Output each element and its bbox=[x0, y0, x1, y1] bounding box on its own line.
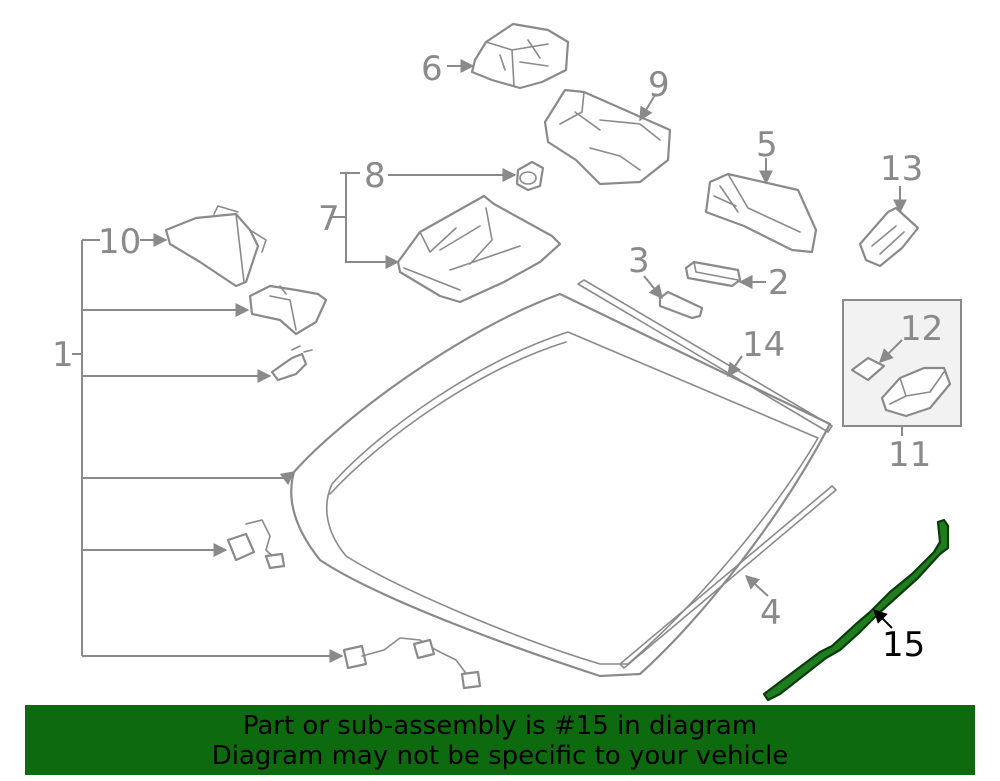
callout-3: 3 bbox=[628, 241, 650, 281]
callout-13: 13 bbox=[880, 149, 923, 189]
callout-10: 10 bbox=[98, 222, 141, 262]
part-14-windshield bbox=[290, 292, 832, 678]
callout-12: 12 bbox=[900, 309, 943, 349]
part-1-harness-large bbox=[342, 637, 482, 690]
callout-2: 2 bbox=[768, 263, 790, 303]
part-6-bracket bbox=[470, 22, 570, 90]
part-5-mirror bbox=[704, 172, 818, 254]
part-4-molding bbox=[619, 485, 837, 669]
part-8-cap bbox=[515, 160, 545, 192]
part-2-pad bbox=[684, 260, 742, 288]
callout-14: 14 bbox=[742, 325, 785, 365]
banner-line-1: Part or sub-assembly is #15 in diagram bbox=[242, 711, 758, 741]
info-banner: Part or sub-assembly is #15 in diagram D… bbox=[25, 705, 975, 775]
part-10-cover bbox=[164, 205, 267, 288]
callout-11: 11 bbox=[888, 435, 931, 475]
callout-6: 6 bbox=[421, 49, 443, 89]
callout-8: 8 bbox=[364, 156, 386, 196]
part-15-seal bbox=[762, 518, 950, 702]
callout-1: 1 bbox=[52, 335, 74, 375]
part-9-housing bbox=[543, 88, 672, 186]
callout-5: 5 bbox=[756, 125, 778, 165]
callout-15: 15 bbox=[882, 625, 925, 665]
part-11-sensor bbox=[880, 366, 952, 418]
callout-4: 4 bbox=[760, 593, 782, 633]
part-7-console bbox=[396, 194, 562, 304]
part-12-pad bbox=[850, 356, 886, 382]
callout-9: 9 bbox=[648, 65, 670, 105]
callout-7: 7 bbox=[318, 199, 340, 239]
part-3-pad bbox=[658, 290, 704, 320]
part-1-clip bbox=[270, 345, 313, 382]
part-13-bracket bbox=[858, 206, 920, 268]
banner-line-2: Diagram may not be specific to your vehi… bbox=[211, 741, 789, 771]
part-1-harness-small bbox=[226, 519, 286, 570]
part-1-sensor-bracket bbox=[248, 284, 328, 336]
